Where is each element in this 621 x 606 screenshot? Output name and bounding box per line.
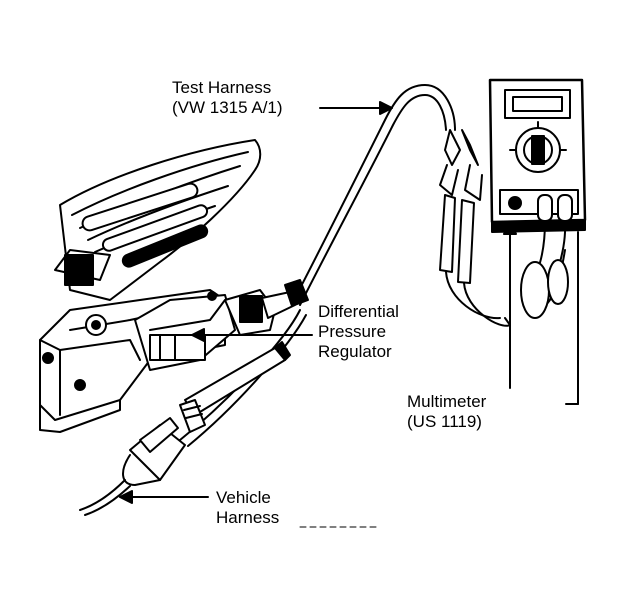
label-regulator-line3: Regulator [318, 342, 392, 361]
label-regulator-line2: Pressure [318, 322, 387, 341]
label-vehicle-harness-line2: Harness [216, 508, 280, 527]
multimeter-body [488, 78, 587, 233]
label-vehicle-harness-line1: Vehicle [216, 488, 271, 507]
label-multimeter-line1: Multimeter [407, 392, 487, 411]
label-test-harness-line1: Test Harness [172, 78, 272, 97]
label-multimeter-line2: (US 1119) [407, 412, 482, 431]
label-test-harness-line2: (VW 1315 A/1) [172, 98, 283, 117]
test-connector [179, 341, 291, 433]
engine-assembly [39, 139, 296, 433]
label-regulator-line1: Differential [318, 302, 399, 321]
vehicle-connector [79, 417, 186, 516]
leader-lines [119, 101, 579, 528]
probe-leads [439, 129, 569, 327]
